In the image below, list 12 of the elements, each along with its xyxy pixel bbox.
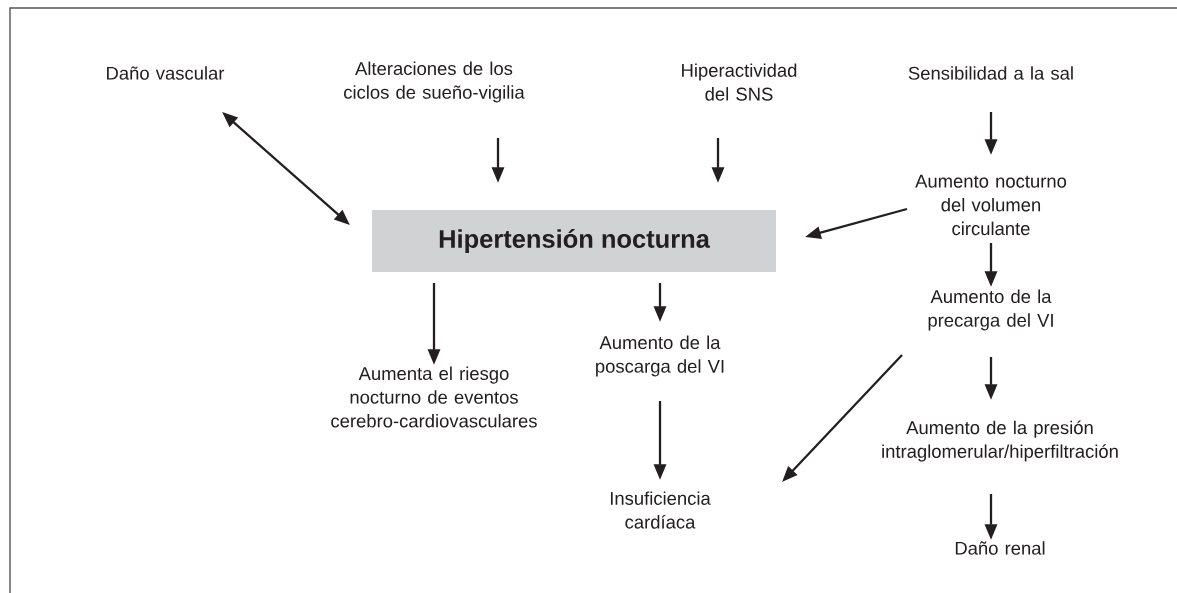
node-text: Aumento de la presión intraglomerular/hiperfiltración xyxy=(882,420,1118,462)
node-text: Insuficiencia cardíaca xyxy=(610,491,711,529)
node-text: Aumenta el riesgo nocturno de eventos cerebro-cardiovasculares xyxy=(331,366,537,428)
node-text: Hiperactividad del SNS xyxy=(682,63,797,101)
node-text: Daño vascular xyxy=(107,66,225,80)
node-text: Alteraciones de los ciclos de sueño-vigilia xyxy=(344,61,525,103)
node-text: Aumento de la poscarga del VI xyxy=(596,335,724,377)
node-text: Aumento nocturno del volumen circulante xyxy=(915,174,1067,236)
node-text: Daño renal xyxy=(955,541,1045,555)
node-text: Sensibilidad a la sal xyxy=(908,66,1073,80)
process-box: Hipertensión nocturna xyxy=(372,210,776,272)
node-text: Aumento de la precarga del VI xyxy=(928,289,1053,331)
